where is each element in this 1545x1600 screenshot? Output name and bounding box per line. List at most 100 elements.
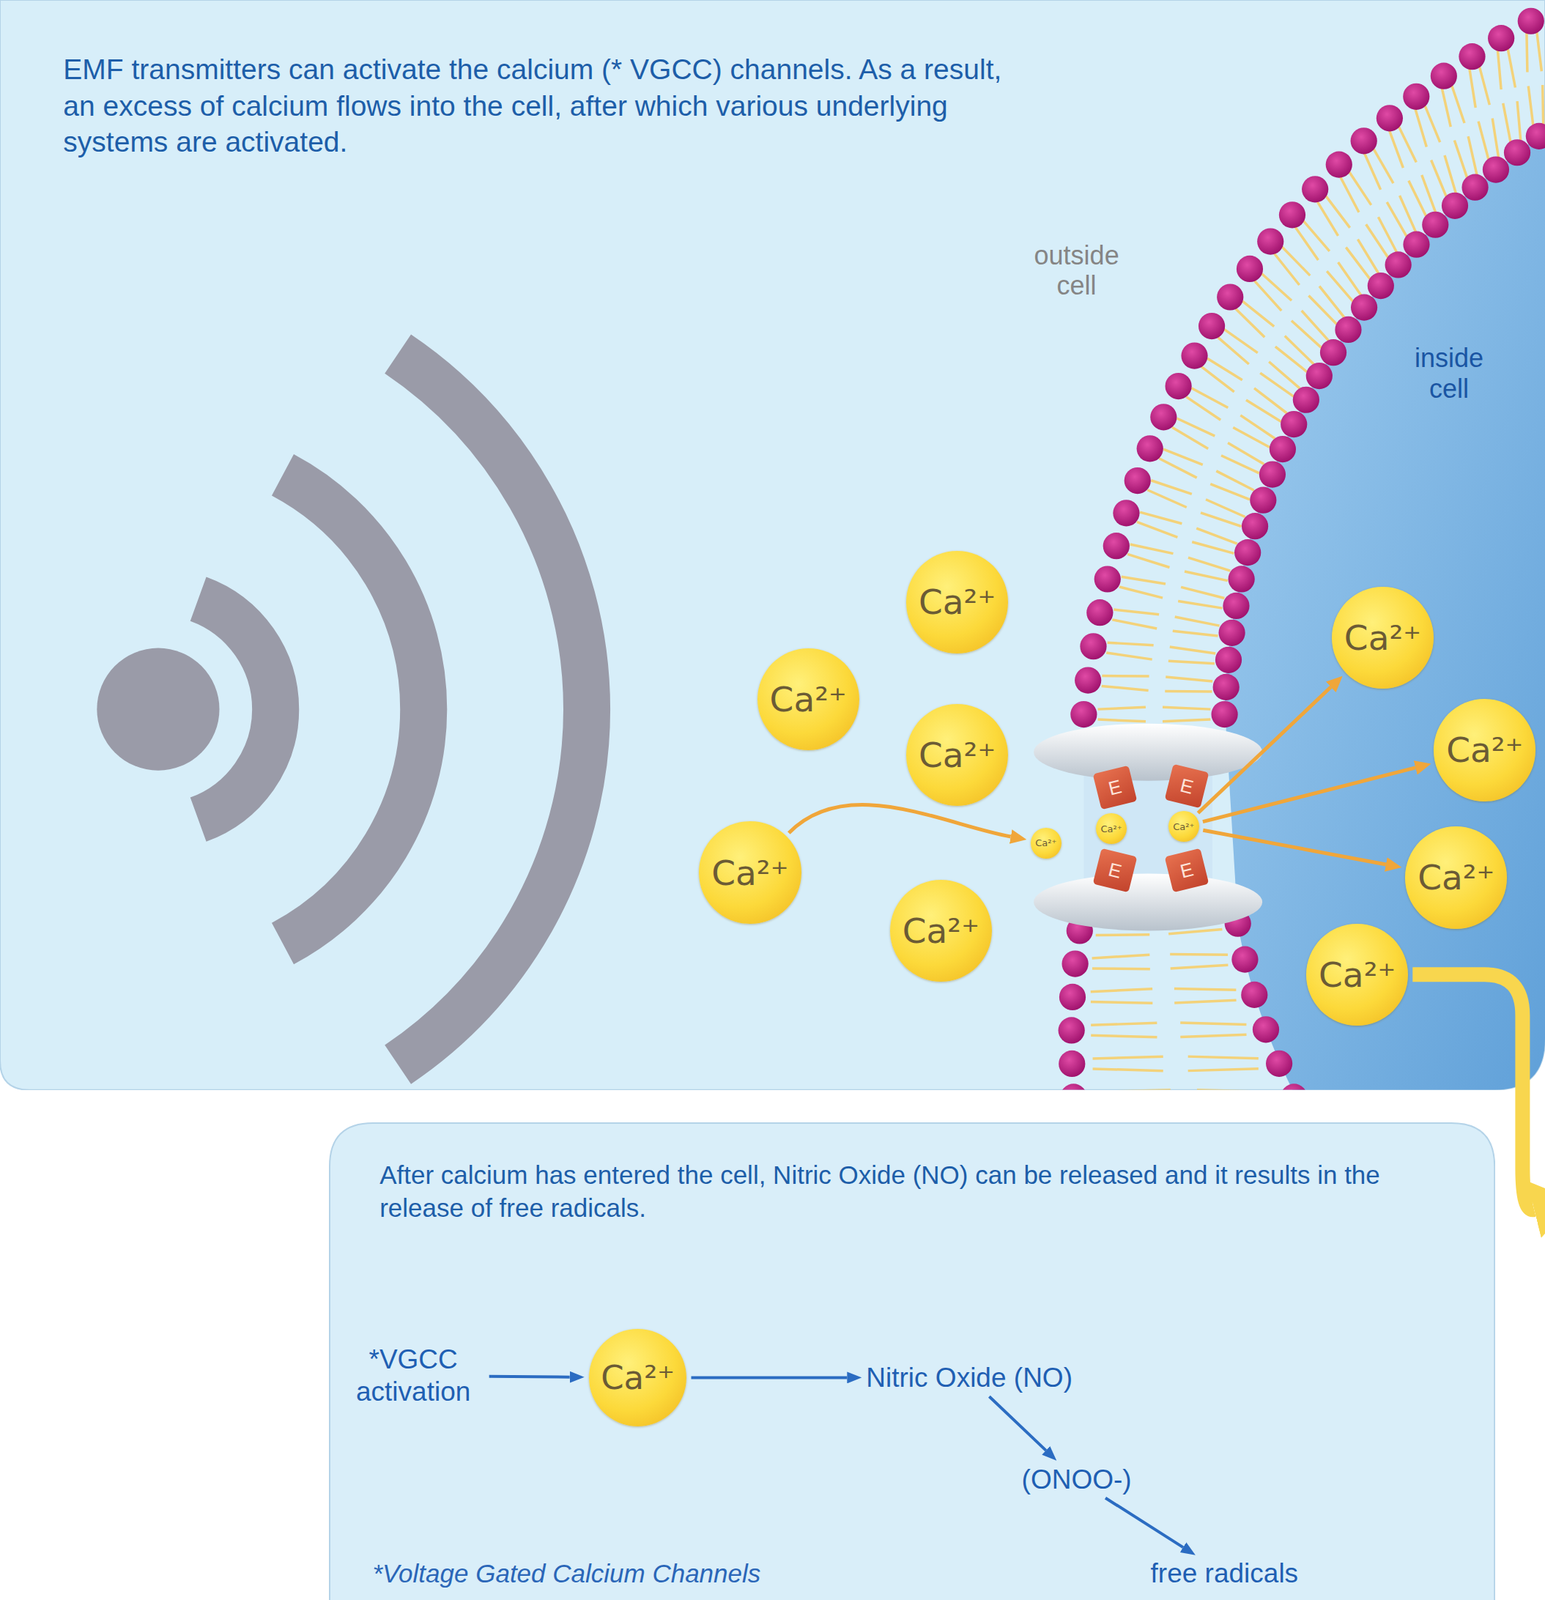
lipid-tail <box>1479 66 1491 105</box>
step-text: free radicals <box>1150 1557 1299 1590</box>
lipid-head <box>1198 312 1225 340</box>
lipid-head <box>1103 532 1130 559</box>
flow-step: (ONOO-) <box>1021 1463 1132 1496</box>
lipid-head <box>1058 1050 1085 1077</box>
lipid-head <box>1487 24 1515 52</box>
lipid-head <box>1265 1050 1293 1077</box>
lipid-head <box>1234 539 1261 566</box>
lipid-head <box>1094 565 1121 592</box>
lipid-tail <box>1168 929 1222 935</box>
lipid-tail <box>1107 642 1154 646</box>
channel-protein <box>1033 873 1263 931</box>
step-text: (ONOO-) <box>1021 1463 1132 1496</box>
channel-protein <box>1033 723 1263 781</box>
lipid-tail <box>1180 1034 1247 1037</box>
lipid-head <box>1079 632 1107 660</box>
info-panel: After calcium has entered the cell, Nitr… <box>328 1122 1496 1600</box>
lipid-tail <box>1232 427 1270 448</box>
lipid-tail <box>1275 346 1307 372</box>
lipid-tail <box>1090 1022 1157 1025</box>
lipid-tail <box>1525 32 1529 73</box>
lipid-head <box>1458 43 1485 70</box>
lipid-tail <box>1180 586 1225 598</box>
connector-arrow <box>489 1375 570 1379</box>
lipid-tail <box>1090 988 1153 992</box>
ion-label: Ca²⁺ <box>1417 860 1495 895</box>
ion-label: Ca²⁺ <box>1318 957 1396 992</box>
lipid-tail <box>1180 1022 1247 1025</box>
lipid-head <box>1421 211 1449 239</box>
lipid-tail <box>1340 177 1359 213</box>
lipid-tail <box>1497 50 1502 90</box>
lipid-head <box>1430 63 1458 90</box>
ion-label: Ca²⁺ <box>1035 838 1057 848</box>
membrane-guides <box>1071 5 1545 1091</box>
lipid-head <box>1213 673 1240 701</box>
info-panel: EMF transmitters can activate the calciu… <box>0 0 1545 1091</box>
lipid-tail <box>1424 105 1441 143</box>
lipid-tail <box>1451 85 1465 124</box>
ion-label: Ca²⁺ <box>1100 824 1122 834</box>
step-text: *VGCC activation <box>342 1343 485 1408</box>
ion-label: Ca²⁺ <box>1344 620 1422 655</box>
connector-arrow <box>1202 767 1416 822</box>
calcium-ion: Ca²⁺ <box>1405 826 1507 929</box>
lipid-tail <box>1150 480 1192 495</box>
lipid-tail <box>1366 224 1389 258</box>
lipid-tail <box>1098 706 1146 710</box>
lipid-tail <box>1503 103 1511 143</box>
lipid-head <box>1280 1083 1307 1090</box>
lipid-tail <box>1454 139 1467 178</box>
lipid-tail <box>1386 202 1407 237</box>
lipid-head <box>1279 201 1306 228</box>
lipid-tail <box>1200 512 1242 527</box>
lipid-head <box>1301 175 1329 203</box>
lipid-tail <box>1389 131 1404 169</box>
lipid-head <box>1124 467 1151 494</box>
connector-arrow <box>1412 974 1535 1210</box>
lipid-tail <box>1242 301 1274 326</box>
lipid-tail <box>1478 121 1489 160</box>
calcium-ion: Ca²⁺ <box>1306 923 1409 1026</box>
lipid-tail <box>1113 609 1159 615</box>
step-text: Nitric Oxide (NO) <box>865 1361 1073 1395</box>
lipid-tail <box>1441 88 1451 127</box>
lipid-head <box>1236 255 1263 283</box>
lipid-head <box>1350 127 1378 154</box>
lipid-tail <box>1444 155 1456 194</box>
lipid-tail <box>1415 109 1427 148</box>
lipid-tail <box>1421 175 1436 213</box>
wave-arc <box>397 353 587 1065</box>
lipid-tail <box>1090 1002 1153 1004</box>
calcium-ion: Ca²⁺ <box>588 1328 688 1428</box>
lipid-head <box>1218 619 1245 647</box>
lipid-tail <box>1112 619 1157 629</box>
calcium-ion: Ca²⁺ <box>757 648 860 751</box>
connector-arrow <box>988 1396 1046 1451</box>
calcium-ion: Ca²⁺ <box>906 704 1009 806</box>
lipid-tail <box>1224 329 1258 354</box>
lipid-tail <box>1095 933 1151 937</box>
lipid-head <box>1180 342 1208 369</box>
lipid-tail <box>1218 337 1250 365</box>
lipid-tail <box>1158 458 1197 478</box>
lipid-tail <box>1188 557 1230 571</box>
cell-interior <box>1224 120 1545 1090</box>
lipid-head <box>1150 403 1177 431</box>
lipid-tail <box>1338 262 1362 296</box>
lipid-tail <box>1261 273 1292 301</box>
lipid-tail <box>1101 674 1149 678</box>
lipid-tail <box>1170 964 1229 969</box>
calcium-ion: Ca²⁺ <box>1433 698 1536 801</box>
lipid-head <box>1259 460 1286 488</box>
lipid-tail <box>1221 455 1260 474</box>
lipid-head <box>1517 8 1545 35</box>
lipid-head <box>1210 701 1238 728</box>
lipid-tail <box>1274 253 1300 285</box>
lipid-tail <box>1092 966 1151 970</box>
lipid-head <box>1350 294 1378 321</box>
lipid-tail <box>1254 280 1282 311</box>
lipid-head <box>1292 386 1320 414</box>
